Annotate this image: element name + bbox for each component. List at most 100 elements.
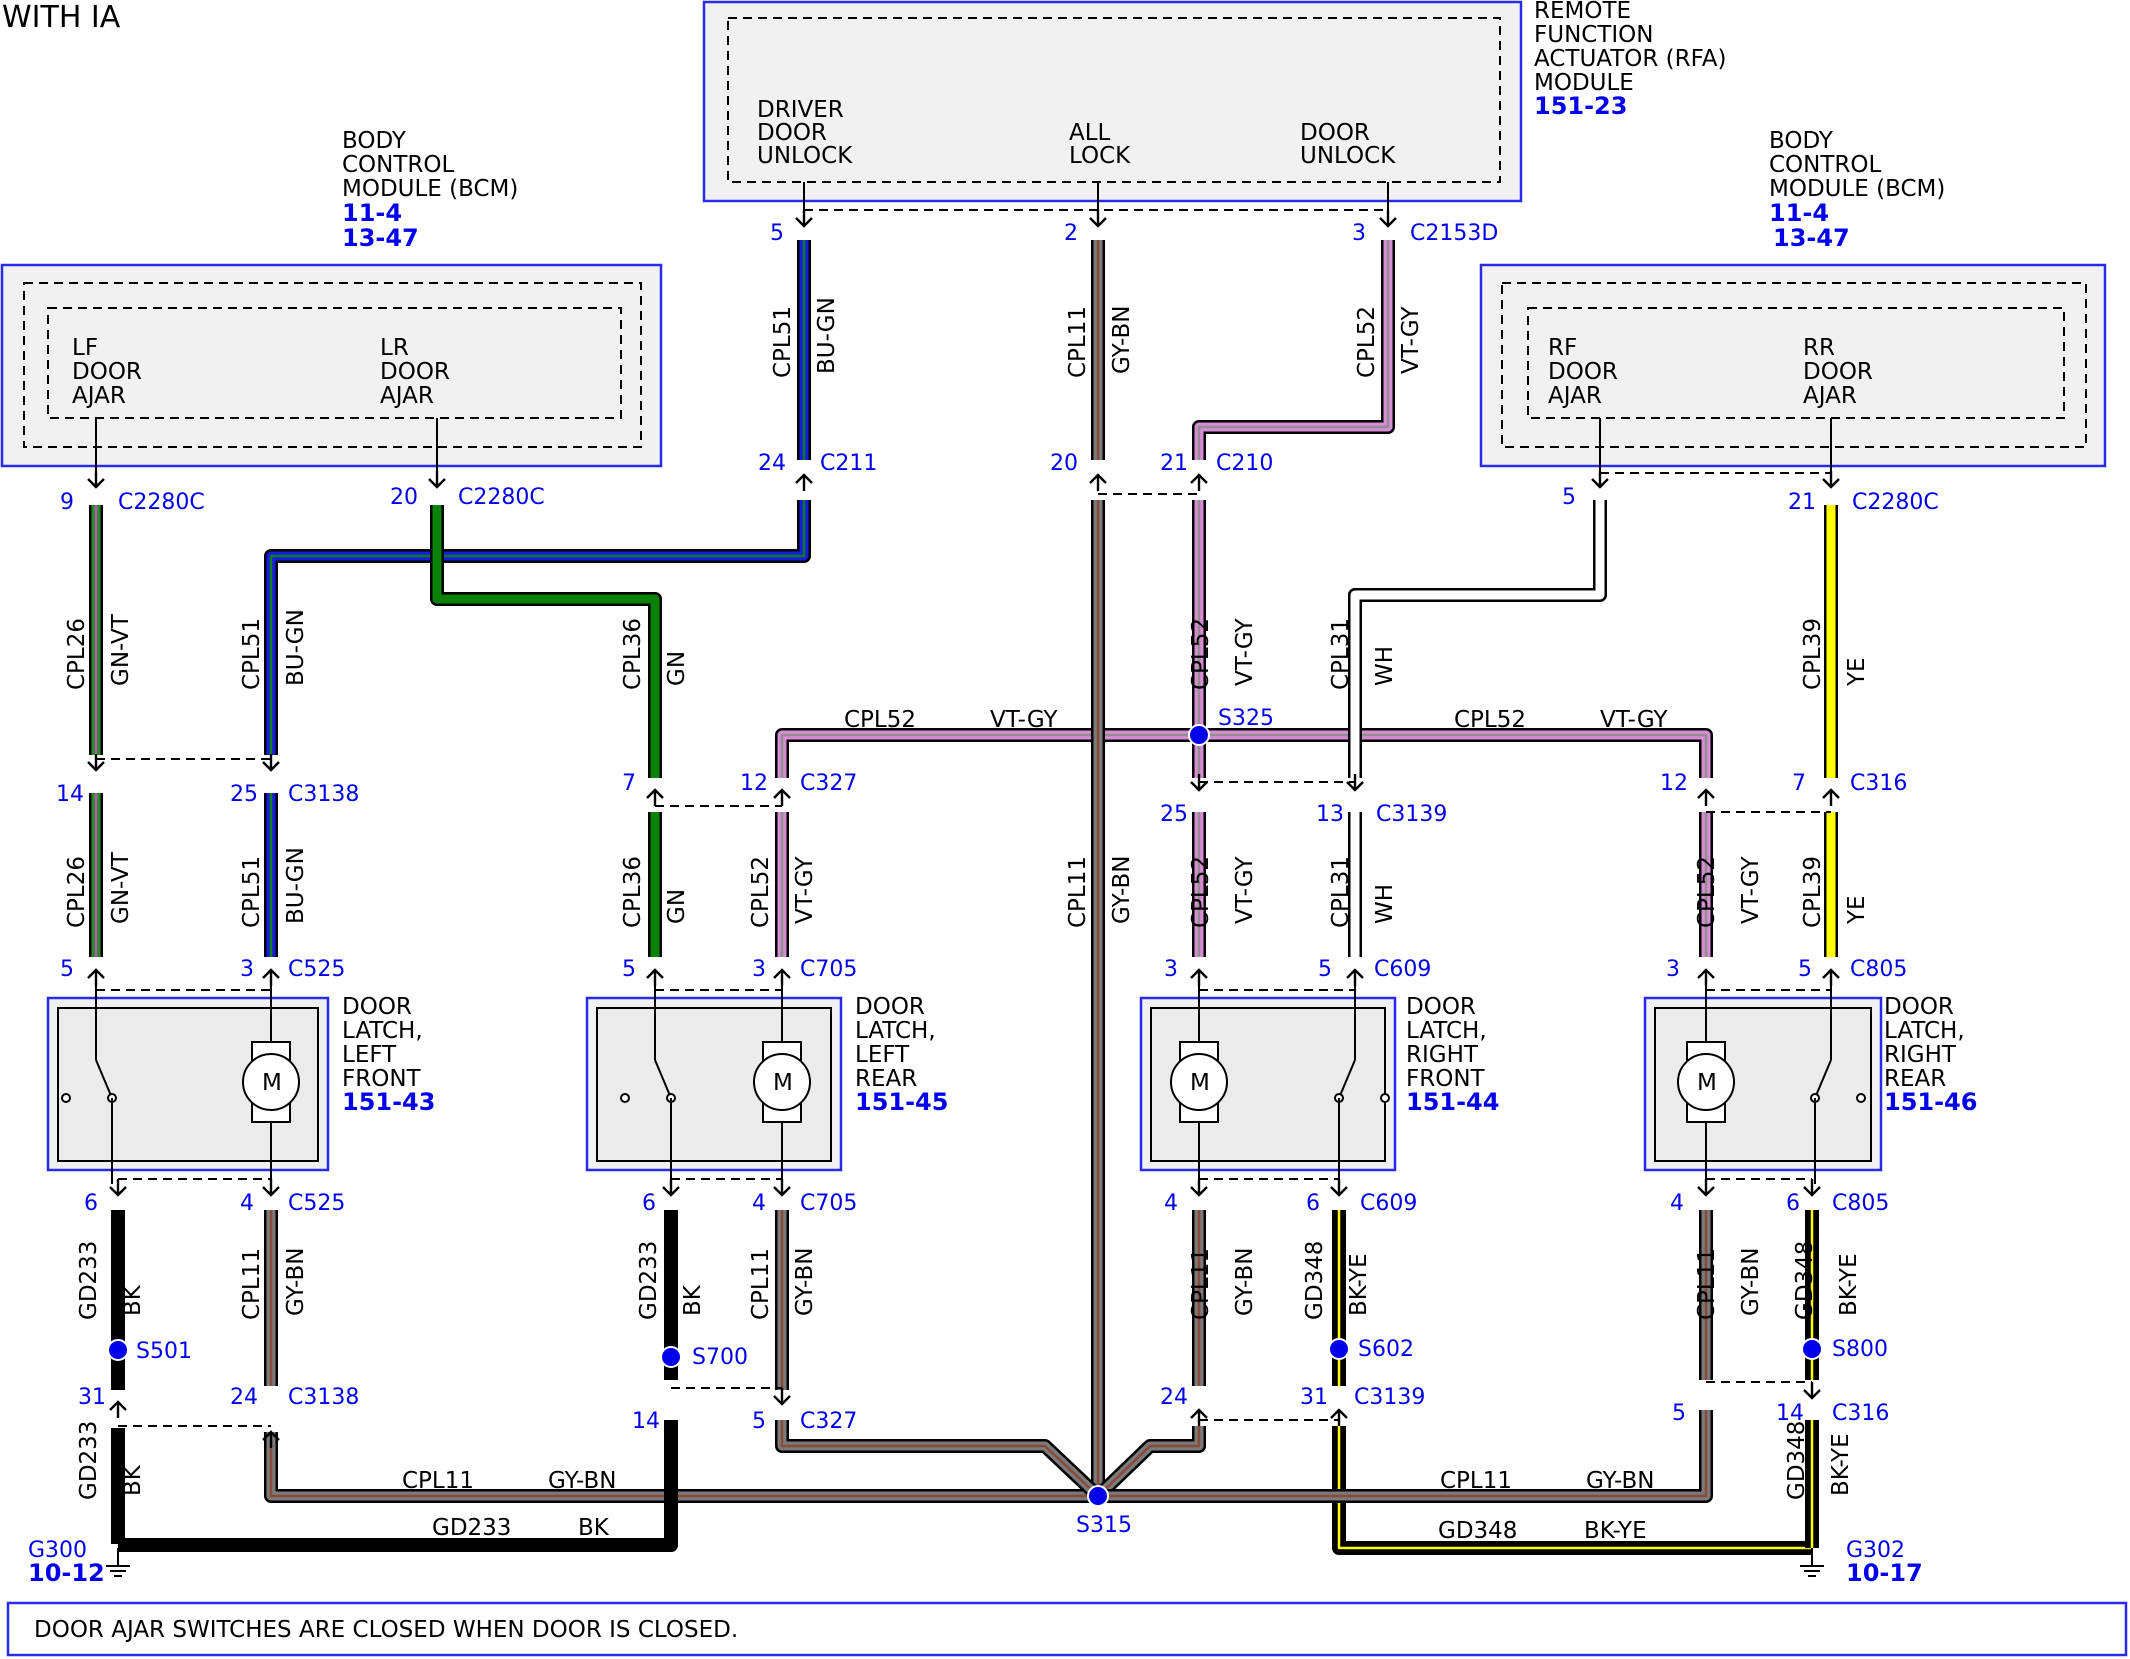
- wire-circuit-label: CPL52: [748, 856, 774, 928]
- note-box: DOOR AJAR SWITCHES ARE CLOSED WHEN DOOR …: [6, 1601, 2128, 1657]
- latch-lf-line3: LEFT: [342, 1042, 397, 1068]
- connector-symbol: [646, 968, 664, 986]
- wire-color-label: GY-BN: [1109, 856, 1135, 924]
- wire-color-label: GN: [664, 651, 690, 686]
- wire-gd233-lr-run: [118, 1420, 678, 1552]
- latch-lr-line2: LATCH,: [855, 1018, 936, 1044]
- wire-color-label: BK-YE: [1346, 1253, 1372, 1316]
- motor-label: M: [262, 1070, 282, 1096]
- wire-cpl11-rf-run-stripe: [1097, 1426, 1201, 1497]
- connector-label: C316: [1850, 771, 1907, 796]
- bcm-left-name-line2: CONTROL: [342, 152, 455, 178]
- motor-circle: [1677, 1053, 1735, 1111]
- wire-cpl52-rfa-stripe: [1197, 240, 1390, 460]
- motor-circle: [753, 1053, 811, 1111]
- bcm-right-ref-1: 11-4: [1769, 199, 1829, 227]
- rfa-name-line1: REMOTE: [1534, 0, 1631, 24]
- connector-symbol: [87, 471, 105, 489]
- wire-color-label: GY-BN: [1232, 1248, 1258, 1316]
- connector-symbol: [773, 1388, 791, 1406]
- switch-blade: [1338, 1059, 1356, 1099]
- bcm-left-pin2-line1: LR: [380, 335, 409, 361]
- motor-icon: M: [753, 1041, 811, 1123]
- wire-circuit-label: GD233: [432, 1515, 511, 1541]
- connector-label: C327: [800, 1409, 857, 1434]
- connector-symbol: [662, 1179, 680, 1197]
- wire-gd348-rf-run: [1334, 1426, 1812, 1553]
- connector-label: C705: [800, 1191, 857, 1216]
- connector-label: C3138: [288, 782, 359, 807]
- connector-symbol: [87, 754, 105, 772]
- pin-number: 5: [1562, 485, 1576, 510]
- latch-lf-line2: LATCH,: [342, 1018, 423, 1044]
- wire-color-label: VT-GY: [1600, 707, 1668, 733]
- wire-color-label: GY-BN: [1109, 306, 1135, 374]
- connector-label: C2280C: [458, 485, 545, 510]
- connector-symbol: [1697, 968, 1715, 986]
- connector-label: C3139: [1376, 802, 1447, 827]
- wire-color-label: VT-GY: [792, 856, 818, 924]
- ground-symbol-icon: [106, 1548, 130, 1577]
- wire-circuit-label: CPL26: [64, 618, 90, 690]
- bcm-left-module: LF DOOR AJAR LR DOOR AJAR BODY CONTROL M…: [0, 128, 663, 468]
- bcm-right-name-line3: MODULE (BCM): [1769, 176, 1945, 202]
- bcm-left-name-line1: BODY: [342, 128, 407, 154]
- motor-icon: M: [1677, 1041, 1735, 1123]
- motor-label: M: [1697, 1070, 1717, 1096]
- splice-label: S800: [1832, 1337, 1888, 1362]
- wire-circuit-label: CPL36: [620, 618, 646, 690]
- pin-number: 5: [1318, 957, 1332, 982]
- latch-lr-ref: 151-45: [855, 1088, 948, 1116]
- wire-color-label: VT-GY: [1232, 618, 1258, 686]
- wire-circuit-label: GD233: [76, 1421, 102, 1500]
- wire-cpl11-left-run-stripe: [269, 1432, 1098, 1498]
- latch-rf-line4: FRONT: [1406, 1066, 1486, 1092]
- latch-rf-line2: LATCH,: [1406, 1018, 1487, 1044]
- latch-rf-line1: DOOR: [1406, 994, 1476, 1020]
- diagram-title: WITH IA: [2, 0, 121, 35]
- connector-symbol: [1089, 473, 1107, 491]
- wire-circuit-label: CPL11: [748, 1248, 774, 1320]
- connector-label: C2280C: [1852, 490, 1939, 515]
- wire-circuit-label: CPL51: [239, 618, 265, 690]
- bcm-right-ref-2: 13-47: [1773, 224, 1850, 252]
- pin-number: 5: [622, 957, 636, 982]
- wire-color-label: BU-GN: [283, 609, 309, 686]
- switch-icon: [61, 982, 117, 1184]
- pin-number: 3: [752, 957, 766, 982]
- bcm-right-pin2-line1: RR: [1803, 335, 1835, 361]
- connector-symbol: [1330, 1408, 1348, 1426]
- pin-number: 6: [1306, 1191, 1320, 1216]
- motor-label: M: [1190, 1070, 1210, 1096]
- pin-number: 5: [752, 1409, 766, 1434]
- connector-symbol: [1697, 788, 1715, 806]
- connector-label: C609: [1360, 1191, 1417, 1216]
- wire-circuit-label: CPL52: [1188, 618, 1214, 690]
- wire-color-label: YE: [1844, 895, 1870, 925]
- pin-number: 3: [240, 957, 254, 982]
- bcm-right-pin1-line2: DOOR: [1548, 359, 1618, 385]
- switch-blade: [95, 1059, 113, 1099]
- connector-label: C805: [1832, 1191, 1889, 1216]
- pin-number: 25: [1160, 802, 1188, 827]
- pin-number: 21: [1160, 451, 1188, 476]
- connector-label: C525: [288, 957, 345, 982]
- motor-icon: M: [1170, 1041, 1228, 1123]
- bcm-left-pin1-line3: AJAR: [72, 383, 126, 409]
- motor-circle: [242, 1053, 300, 1111]
- pin-number: 3: [1164, 957, 1178, 982]
- wire-circuit-label: CPL51: [770, 306, 796, 378]
- connector-symbol: [1822, 968, 1840, 986]
- wire-circuit-label: CPL39: [1800, 856, 1826, 928]
- wire-cpl51-cross-stripe: [269, 500, 806, 755]
- rfa-pin-label-2-line2: LOCK: [1069, 143, 1131, 169]
- pin-number: 24: [1160, 1385, 1188, 1410]
- motor-circle: [1170, 1053, 1228, 1111]
- pin-number: 14: [56, 782, 84, 807]
- splice-label: S315: [1076, 1513, 1132, 1538]
- pin-number: 5: [770, 221, 784, 246]
- switch-blade: [1814, 1059, 1832, 1099]
- connector-symbol: [1190, 1408, 1208, 1426]
